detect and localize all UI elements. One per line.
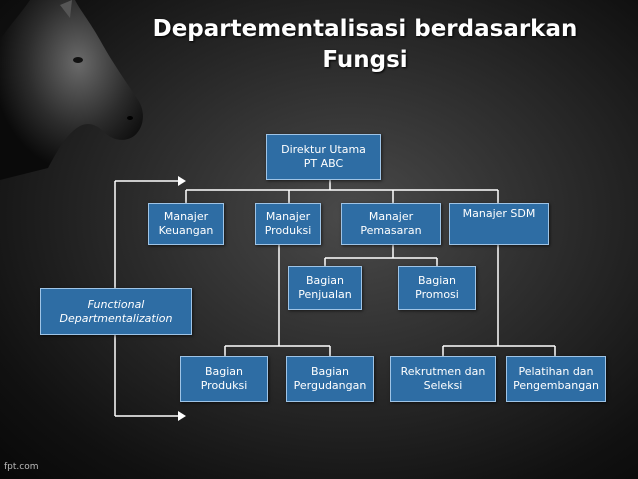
node-manajer-produksi-line2: Produksi: [264, 224, 312, 237]
node-bagian-penjualan: Bagian Penjualan: [288, 266, 362, 310]
node-bagian-produksi-line1: Bagian: [204, 365, 244, 378]
node-bagian-penjualan-line1: Bagian: [305, 274, 345, 287]
node-rekrutmen-seleksi-line2: Seleksi: [423, 379, 463, 392]
node-bagian-produksi: Bagian Produksi: [180, 356, 268, 402]
title-line-1: Departementalisasi berdasarkan: [152, 16, 578, 42]
node-pelatihan-pengembangan: Pelatihan dan Pengembangan: [506, 356, 606, 402]
node-manajer-sdm: Manajer SDM: [449, 203, 549, 245]
page-title: Departementalisasi berdasarkan Fungsi: [140, 14, 590, 76]
node-manajer-produksi-line1: Manajer: [265, 210, 311, 223]
node-manajer-sdm-line1: Manajer SDM: [462, 207, 536, 220]
node-manajer-pemasaran-line1: Manajer: [368, 210, 414, 223]
node-bagian-promosi: Bagian Promosi: [398, 266, 476, 310]
node-manajer-pemasaran: Manajer Pemasaran: [341, 203, 441, 245]
node-rekrutmen-seleksi-line1: Rekrutmen dan: [400, 365, 486, 378]
node-rekrutmen-seleksi: Rekrutmen dan Seleksi: [390, 356, 496, 402]
node-direktur-utama: Direktur Utama PT ABC: [266, 134, 381, 180]
node-bagian-pergudangan: Bagian Pergudangan: [286, 356, 374, 402]
node-direktur-utama-line1: Direktur Utama: [281, 143, 366, 156]
node-pelatihan-pengembangan-line2: Pengembangan: [513, 379, 599, 392]
footer-watermark: fpt.com: [4, 462, 39, 472]
node-bagian-promosi-line1: Bagian: [417, 274, 457, 287]
node-bagian-pergudangan-line2: Pergudangan: [293, 379, 367, 392]
node-bagian-produksi-line2: Produksi: [200, 379, 248, 392]
functional-label-line1: Functional: [87, 297, 145, 311]
node-manajer-keuangan: Manajer Keuangan: [148, 203, 224, 245]
node-bagian-penjualan-line2: Penjualan: [298, 288, 352, 301]
horse-image: [0, 0, 143, 180]
node-manajer-produksi: Manajer Produksi: [255, 203, 321, 245]
title-line-2: Fungsi: [322, 47, 408, 73]
node-manajer-pemasaran-line2: Pemasaran: [360, 224, 422, 237]
node-bagian-pergudangan-line1: Bagian: [310, 365, 350, 378]
node-bagian-promosi-line2: Promosi: [415, 288, 459, 301]
node-manajer-keuangan-line2: Keuangan: [158, 224, 214, 237]
functional-departmentalization-label: Functional Departmentalization: [40, 288, 192, 335]
node-manajer-keuangan-line1: Manajer: [163, 210, 209, 223]
node-direktur-utama-line2: PT ABC: [303, 157, 344, 170]
node-pelatihan-pengembangan-line1: Pelatihan dan: [518, 365, 594, 378]
functional-label-line2: Departmentalization: [59, 311, 173, 325]
